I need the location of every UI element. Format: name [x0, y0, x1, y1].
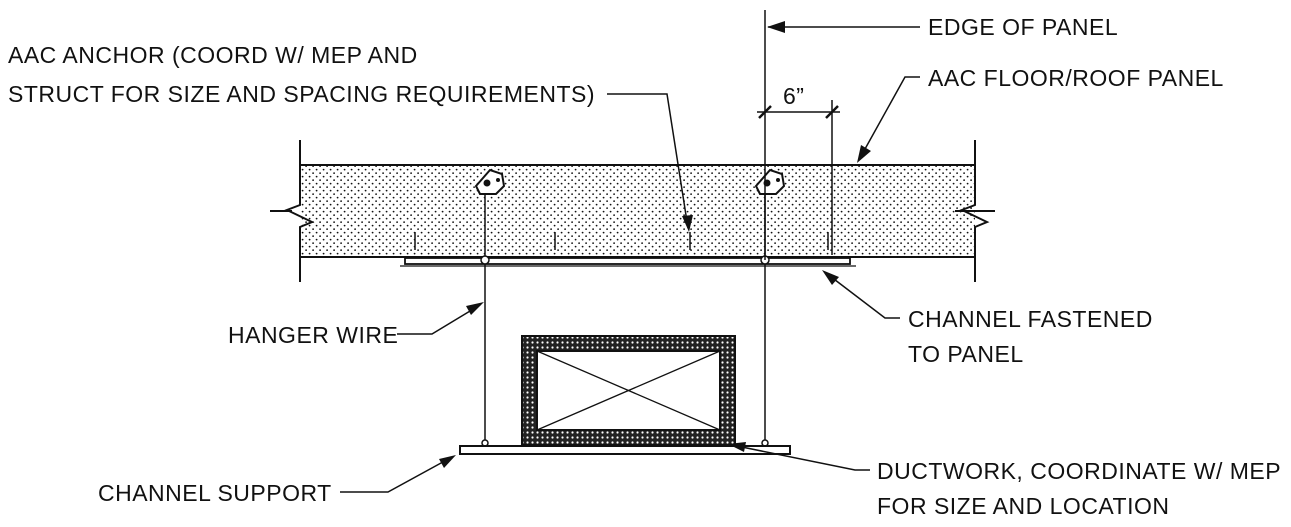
panel-right-break-line: [959, 140, 990, 282]
aac-panel: [270, 140, 995, 282]
label-channel-fastened-line1: CHANNEL FASTENED: [908, 306, 1153, 332]
leader-hanger-wire: [397, 302, 484, 335]
panel-left-break-line: [284, 140, 315, 282]
leader-channel-fastened: [822, 270, 900, 319]
leader-aac-floor-roof-panel: [857, 76, 920, 163]
aac-anchor-right: [754, 168, 786, 195]
leader-channel-support: [340, 455, 456, 493]
label-channel-fastened-line2: TO PANEL: [908, 341, 1024, 367]
label-ductwork-line1: DUCTWORK, COORDINATE W/ MEP: [877, 458, 1281, 484]
aac-anchor-left: [474, 168, 506, 195]
label-aac-floor-roof-panel: AAC FLOOR/ROOF PANEL: [928, 65, 1224, 91]
ductwork: [521, 335, 736, 446]
label-aac-anchor-line2: STRUCT FOR SIZE AND SPACING REQUIREMENTS…: [8, 81, 595, 107]
dimension-6in: [757, 100, 840, 255]
leader-aac-anchor: [607, 93, 693, 232]
label-edge-of-panel: EDGE OF PANEL: [928, 14, 1118, 40]
label-ductwork-line2: FOR SIZE AND LOCATION: [877, 493, 1170, 519]
label-dimension-6in: 6”: [783, 83, 804, 109]
label-channel-support: CHANNEL SUPPORT: [98, 480, 332, 506]
channel-support: [459, 445, 791, 455]
leader-ductwork: [728, 442, 870, 471]
aac-panel-body: [300, 165, 975, 257]
panel-rebar-ticks: [414, 232, 829, 250]
label-hanger-wire: HANGER WIRE: [228, 322, 398, 348]
channel-fastened-to-panel: [400, 257, 856, 267]
leader-edge-of-panel: [767, 21, 920, 33]
label-aac-anchor-line1: AAC ANCHOR (COORD W/ MEP AND: [8, 42, 418, 68]
hanger-wire-left: [480, 194, 490, 447]
